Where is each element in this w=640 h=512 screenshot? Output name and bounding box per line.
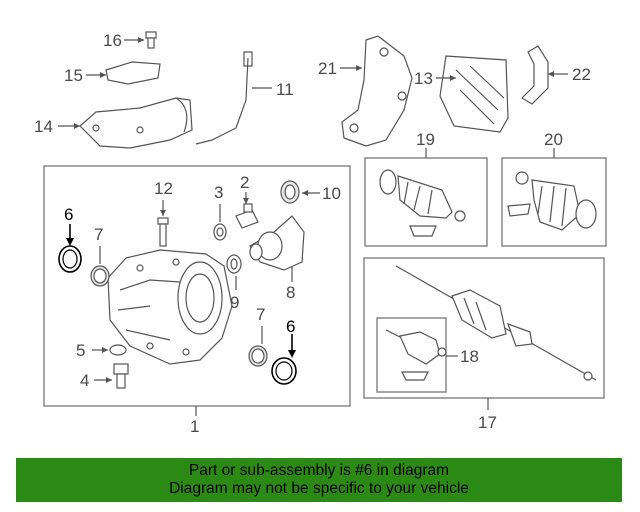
differential-housing-drawing: [107, 249, 233, 365]
callout-1: 1: [190, 417, 199, 436]
callout-14: 14: [34, 117, 53, 136]
callout-20: 20: [544, 130, 563, 149]
callout-3: 3: [214, 183, 223, 202]
callout-6a: 6: [64, 205, 73, 224]
o-ring-6a-drawing: [58, 245, 82, 273]
callout-2: 2: [240, 173, 249, 192]
cv-boot-20-drawing: [507, 171, 597, 231]
cv-joint-18-drawing: [385, 329, 447, 381]
callout-21: 21: [318, 59, 337, 78]
callout-13: 13: [414, 69, 433, 88]
sensor-2-drawing: [235, 203, 259, 229]
callout-10: 10: [322, 184, 341, 203]
callout-6b: 6: [286, 317, 295, 336]
callout-22: 22: [572, 65, 591, 84]
vent-tube-11-drawing: [195, 51, 253, 145]
seal-9-drawing: [226, 254, 242, 274]
cv-boot-19-drawing: [379, 169, 466, 237]
mount-14-drawing: [79, 97, 193, 149]
seal-10-drawing: [280, 180, 300, 204]
plate-15-drawing: [105, 61, 161, 85]
differential-box-1: [43, 165, 351, 407]
clamp-22-drawing: [521, 45, 549, 105]
callout-12: 12: [154, 179, 173, 198]
callout-5: 5: [76, 341, 85, 360]
callout-8: 8: [286, 283, 295, 302]
washer-5-drawing: [109, 344, 127, 356]
o-ring-6b-drawing: [271, 357, 297, 385]
callout-9: 9: [230, 293, 239, 312]
shield-13-drawing: [439, 55, 509, 133]
callout-11: 11: [276, 80, 294, 99]
seal-7b-drawing: [248, 345, 268, 367]
bracket-21-drawing: [341, 35, 413, 147]
joint-box-18: [376, 317, 447, 393]
callout-19: 19: [416, 130, 435, 149]
plug-4-drawing: [113, 363, 129, 389]
axle-box-17: [363, 257, 605, 399]
bolt-12-drawing: [157, 217, 169, 247]
seal-7a-drawing: [90, 265, 110, 287]
footer-line-1: Part or sub-assembly is #6 in diagram: [188, 462, 450, 479]
footer-line-2: Diagram may not be specific to your vehi…: [169, 480, 469, 497]
callout-7a: 7: [94, 225, 103, 244]
footer-banner: Part or sub-assembly is #6 in diagram Di…: [16, 458, 622, 502]
callout-4: 4: [80, 371, 89, 390]
callout-7b: 7: [256, 305, 265, 324]
callout-17: 17: [478, 413, 497, 432]
seal-3-drawing: [213, 223, 227, 241]
bolt-16-drawing: [145, 31, 157, 49]
parts-diagram: 16 15 14 11 21 13 22: [34, 31, 607, 436]
flange-8-drawing: [249, 215, 305, 271]
axle-shaft-17-drawing: [395, 265, 597, 381]
callout-15: 15: [64, 66, 83, 85]
callout-18: 18: [460, 347, 479, 366]
callout-16: 16: [103, 31, 122, 50]
